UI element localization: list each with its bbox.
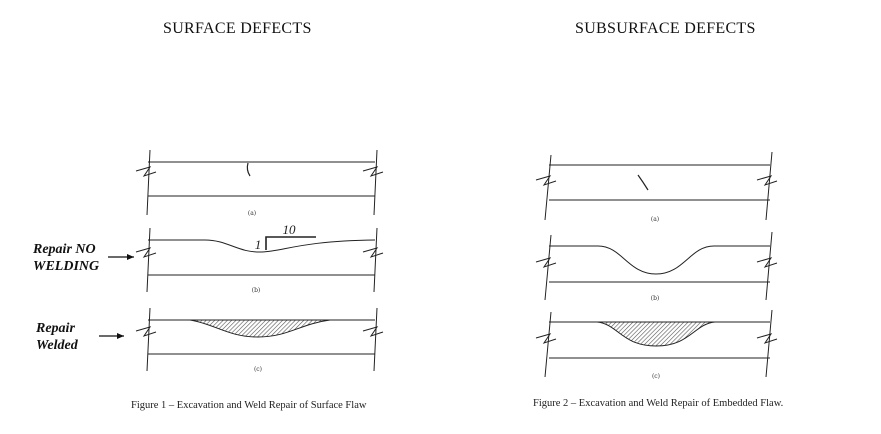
right-break-symbol bbox=[362, 247, 384, 258]
figure2-caption: Figure 2 – Excavation and Weld Repair of… bbox=[533, 398, 784, 409]
right-break-line bbox=[765, 309, 773, 378]
figure1-caption: Figure 1 – Excavation and Weld Repair of… bbox=[131, 400, 367, 411]
excavation-groove bbox=[549, 245, 770, 275]
dimension-depth: 1 bbox=[255, 237, 262, 252]
annotation-line-1: Repair bbox=[36, 321, 75, 336]
surface-crack bbox=[246, 162, 251, 177]
slope-dimension bbox=[265, 236, 316, 250]
dimension-length: 10 bbox=[283, 222, 297, 237]
right-break-line bbox=[373, 307, 378, 372]
left-break-symbol bbox=[135, 326, 157, 337]
figure2-panel-c bbox=[535, 309, 778, 378]
right-break-symbol bbox=[756, 257, 778, 268]
weld-repair-fill bbox=[189, 319, 331, 338]
left-break-symbol bbox=[535, 333, 557, 344]
annotation-line-2: Welded bbox=[36, 338, 78, 353]
sublabel-b: (b) bbox=[252, 287, 261, 294]
embedded-crack bbox=[637, 174, 649, 191]
right-break-symbol bbox=[362, 326, 384, 337]
figure1-panel-a bbox=[135, 149, 384, 216]
left-break-line bbox=[544, 154, 552, 221]
left-break-line bbox=[146, 227, 151, 293]
right-break-line bbox=[373, 227, 378, 293]
annotation-repair-welded: Repair Welded bbox=[36, 320, 78, 354]
sublabel-c: (c) bbox=[254, 366, 262, 373]
figure1-panel-c bbox=[135, 307, 384, 372]
right-break-symbol bbox=[362, 166, 384, 177]
sublabel-b: (b) bbox=[651, 295, 660, 302]
left-break-symbol bbox=[135, 247, 157, 258]
left-break-symbol bbox=[135, 166, 157, 177]
excavation-groove bbox=[148, 239, 376, 253]
left-break-line bbox=[146, 149, 151, 216]
sublabel-a: (a) bbox=[248, 210, 256, 217]
right-break-symbol bbox=[756, 175, 778, 186]
sublabel-c: (c) bbox=[652, 373, 660, 380]
left-break-line bbox=[544, 234, 552, 301]
heading-surface-defects: SURFACE DEFECTS bbox=[163, 20, 312, 37]
left-break-line bbox=[544, 311, 552, 378]
right-break-line bbox=[373, 149, 378, 216]
left-break-line bbox=[146, 307, 151, 372]
sublabel-a: (a) bbox=[651, 216, 659, 223]
figure2-panel-a bbox=[535, 151, 778, 221]
figure2-panel-b bbox=[535, 231, 778, 301]
left-break-symbol bbox=[535, 257, 557, 268]
heading-subsurface-defects: SUBSURFACE DEFECTS bbox=[575, 20, 756, 37]
annotation-line-2: WELDING bbox=[33, 259, 100, 274]
annotation-line-1: Repair NO bbox=[33, 242, 96, 257]
annotation-repair-no-welding: Repair NO WELDING bbox=[33, 241, 99, 275]
weld-repair-fill bbox=[596, 321, 716, 347]
right-break-symbol bbox=[756, 333, 778, 344]
left-break-symbol bbox=[535, 175, 557, 186]
figure1-panel-b bbox=[135, 227, 384, 293]
right-break-line bbox=[765, 151, 773, 221]
